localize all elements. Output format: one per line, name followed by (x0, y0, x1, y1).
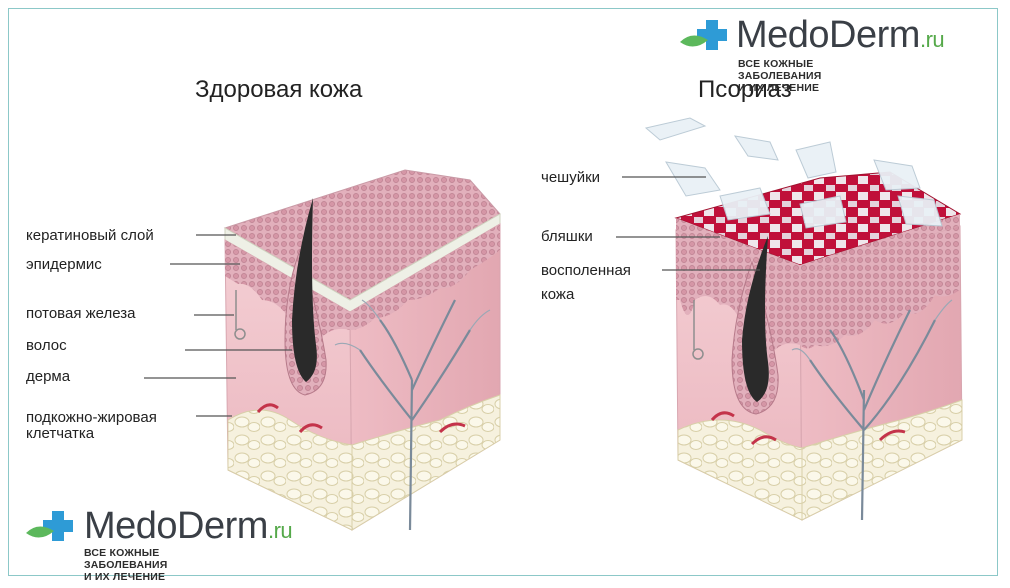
label-keratin-layer: кератиновый слой (26, 227, 154, 244)
label-sweat-gland: потовая железа (26, 305, 136, 322)
logo-brand-text-bottom: MedoDerm (84, 505, 268, 547)
psoriasis-title: Псориаз (698, 76, 792, 103)
label-scales: чешуйки (541, 169, 601, 186)
label-epidermis: эпидермис (26, 256, 102, 273)
healthy-skin-block (223, 169, 501, 531)
label-inflamed-line2: кожа (541, 286, 575, 303)
label-hair: волос (26, 337, 67, 354)
logo-tagline-bottom: ВСЕ КОЖНЫЕ ЗАБОЛЕВАНИЯ И ИХ ЛЕЧЕНИЕ (84, 547, 168, 583)
medical-cross-icon-bottom (26, 511, 73, 541)
flying-scales (644, 117, 943, 229)
label-subcutis-line1: подкожно-жировая (26, 409, 157, 426)
leader-lines (144, 176, 760, 417)
label-inflamed-line1: восполенная (541, 262, 631, 279)
label-plaques: бляшки (541, 228, 593, 245)
healthy-skin-title: Здоровая кожа (195, 76, 363, 103)
image-frame (8, 8, 998, 576)
logo-tld-text-bottom: .ru (267, 518, 293, 543)
logo-tld-text: .ru (919, 27, 945, 52)
medical-cross-icon-top (680, 20, 727, 50)
logo-tagline: ВСЕ КОЖНЫЕ ЗАБОЛЕВАНИЯ И ИХ ЛЕЧЕНИЕ (738, 58, 822, 94)
psoriasis-skin-block (644, 117, 963, 521)
label-subcutis-line2: клетчатка (26, 425, 95, 442)
label-dermis: дерма (26, 368, 71, 385)
logo-brand-text: MedoDerm (736, 14, 920, 56)
